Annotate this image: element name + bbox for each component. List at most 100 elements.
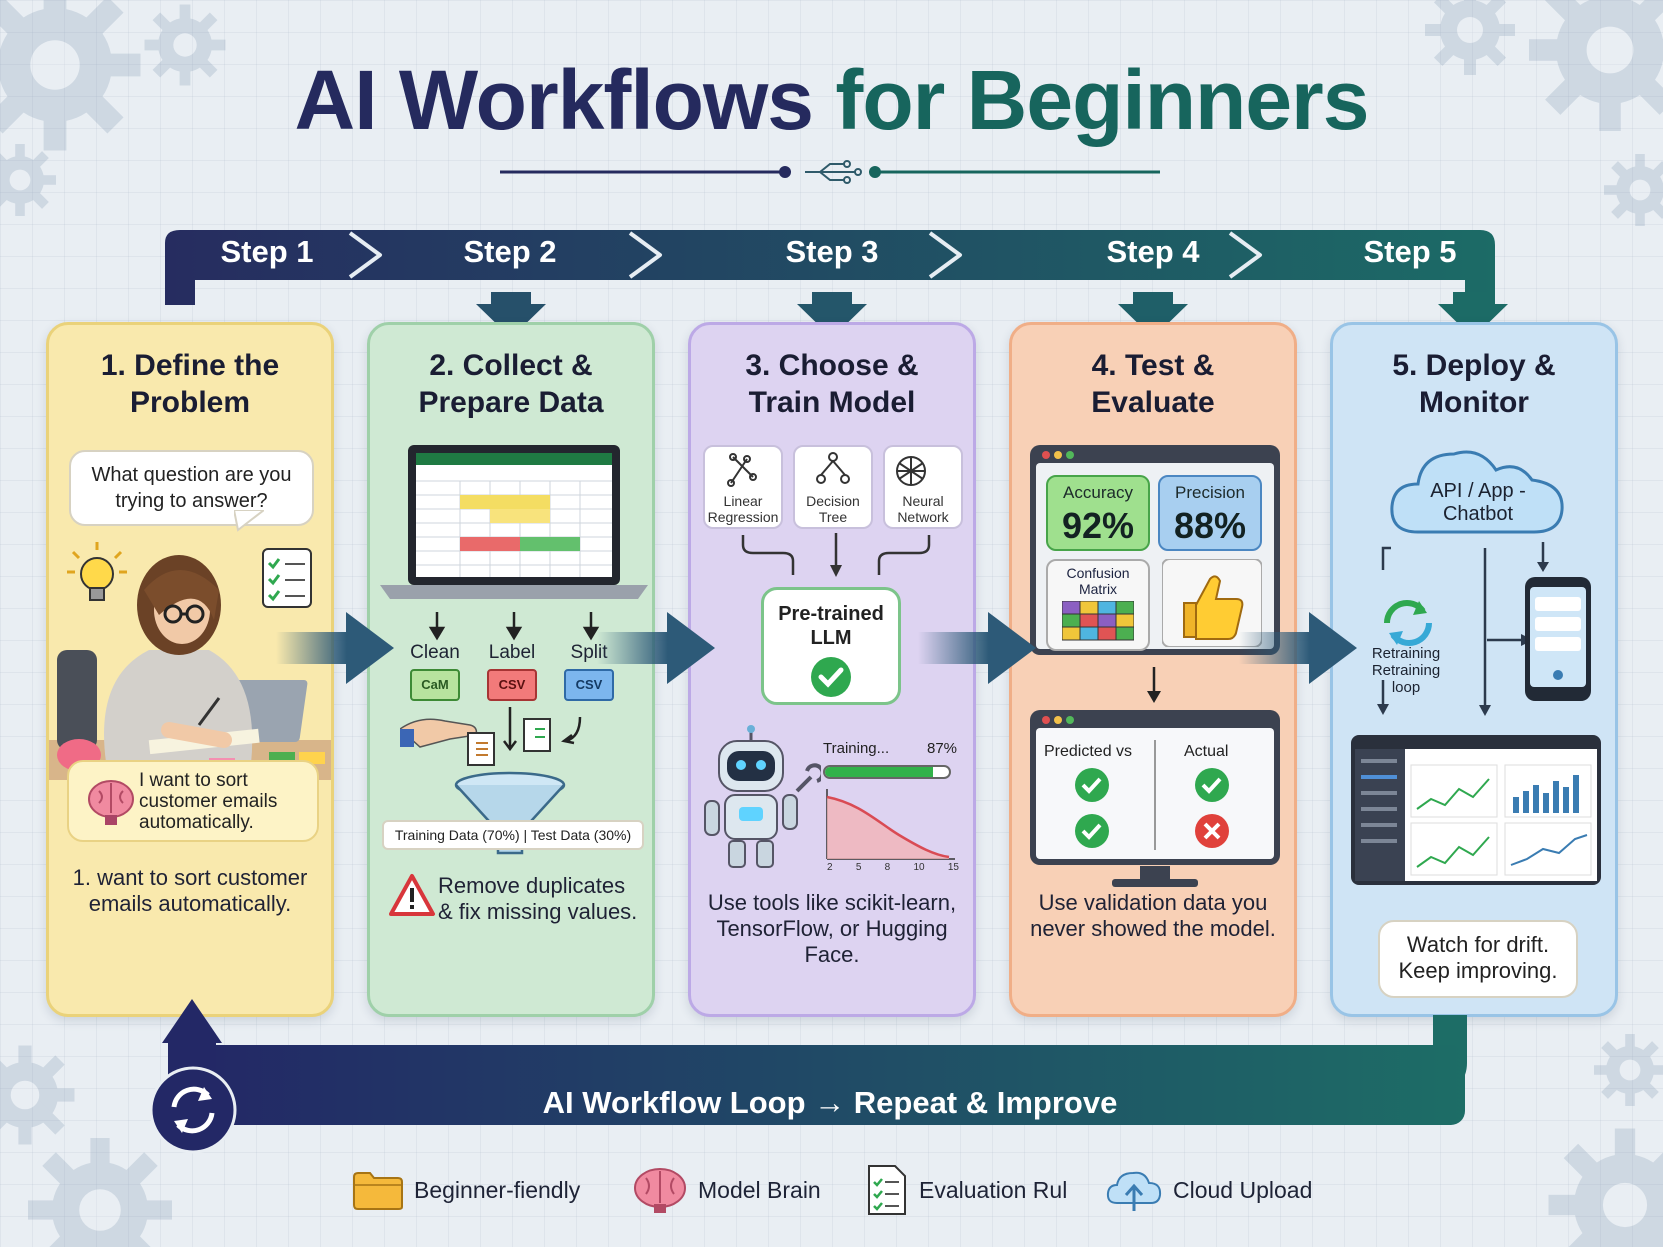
bubble-tail [234,510,264,532]
phone-app-icon [1525,577,1591,701]
legend-label: Cloud Upload [1173,1176,1313,1203]
card-4-title: 4. Test & Evaluate [1091,349,1215,419]
tag-label: CSV [487,669,537,701]
gear-decoration-icon [0,0,141,151]
stage-clean: Clean [410,642,460,663]
title-part-1: AI Workflows [294,53,814,147]
model-neural-network: Neural Network [883,445,963,529]
repeat-cycle-icon[interactable] [148,1065,238,1155]
tag-split: CSV [564,669,614,701]
card-deploy-monitor: 5. Deploy & Monitor API / App -Chatbot R… [1330,322,1618,1017]
step-4-label: Step 4 [1106,234,1200,269]
card-collect-prepare: 2. Collect & Prepare Data Clean Label Sp… [367,322,655,1017]
card-define-problem: 1. Define the Problem What question are … [46,322,334,1017]
step-4-down-arrow-icon [1118,292,1188,338]
predicted-label: Predicted vs [1044,743,1133,760]
flow-arrow-4-icon [1239,612,1357,684]
folder-icon [353,1172,403,1210]
step-2-down-arrow-icon [476,292,546,338]
card-2-title: 2. Collect & Prepare Data [418,349,604,419]
legend-label: Evaluation Rul [919,1176,1068,1203]
gear-decoration-icon [0,1045,75,1145]
gear-decoration-icon [1594,1034,1663,1106]
confusion-grid-icon [1061,600,1135,641]
loss-tick: 8 [884,862,891,873]
model-icons [727,452,926,487]
step-banner [165,230,1495,305]
step-2-label: Step 2 [463,234,557,269]
page-title: AI Workflows for Beginners [0,52,1663,149]
accuracy-label: Accuracy [1063,483,1133,502]
card-5-footer: Watch for drift. Keep improving. [1378,920,1578,998]
predictions-monitor [1030,710,1280,865]
workflow-loop-bar [162,999,1467,1125]
stage-label: Label [488,642,536,663]
stage-arrows [428,612,600,641]
card-test-evaluate: 4. Test & Evaluate Accuracy 92% Precisio… [1009,322,1297,1017]
retrain-label: Retraining Retraining loop [1371,645,1441,696]
actual-label: Actual [1184,743,1229,760]
robot-illustration [704,725,821,868]
checklist-icon [262,548,312,608]
gear-decoration-icon [1425,0,1515,75]
model-connector-arrows [741,533,931,577]
document-icon [868,1165,906,1215]
card-1-footer: 1. want to sort customer emails automati… [72,865,308,916]
flow-arrow-3-icon [918,612,1036,684]
card-3-footer: Use tools like scikit-learn, TensorFlow,… [707,890,957,967]
confusion-matrix-label: Confusion Matrix [1066,565,1130,597]
accuracy-metric: Accuracy 92% [1046,475,1150,551]
warning-icon [389,874,435,916]
gear-decoration-icon [144,4,226,86]
loss-tick: 5 [855,862,862,873]
step-5-down-arrow-icon [1438,292,1508,338]
prediction-results-icons [1075,768,1229,848]
flow-arrow-2-icon [597,612,715,684]
precision-value: 88% [1173,505,1247,546]
gear-decoration-icon [1604,154,1663,226]
down-arrow-icon [1147,667,1161,703]
brain-icon [634,1168,686,1213]
legend-label: Model Brain [698,1176,821,1203]
card-4-footer: Use validation data you never showed the… [1030,890,1276,941]
cloud-label: API / App -Chatbot [1430,480,1526,525]
legend-item-model-brain: Model Brain [632,1168,821,1213]
deploy-connectors [1377,542,1549,716]
step-3-label: Step 3 [785,234,879,269]
training-progress-fill [825,767,933,777]
legend-item-beginner-friendly: Beginner-fiendly [352,1168,580,1212]
data-funnel-illustration [400,707,582,855]
gear-decoration-icon [28,1138,172,1247]
loss-tick: 2 [827,862,833,873]
precision-metric: Precision 88% [1158,475,1262,551]
thumbs-up-icon [1162,559,1262,647]
loss-tick: 10 [913,862,925,873]
legend-item-evaluation: Evaluation Rul [865,1165,1068,1215]
step-5-label: Step 5 [1363,234,1457,269]
loss-tick: 15 [947,862,959,873]
model-decision-tree: Decision Tree [793,445,873,529]
card-5-title: 5. Deploy & Monitor [1392,349,1556,419]
accuracy-value: 92% [1061,505,1135,546]
cloud-icon [1390,450,1564,534]
loop-bar-label: AI Workflow Loop → Repeat & Improve [542,1085,1118,1120]
card-choose-train: 3. Choose & Train Model Linear Regressio… [688,322,976,1017]
question-bubble: What question are you trying to answer? [69,450,314,526]
step-3-down-arrow-icon [797,292,867,338]
card-3-title: 3. Choose & Train Model [745,349,919,419]
title-divider-icon [500,160,1160,184]
laptop-spreadsheet-illustration [380,445,648,599]
retrain-icon [1384,600,1432,646]
legend-label: Beginner-fiendly [414,1176,581,1203]
training-label: Training... [823,740,890,757]
monitoring-dashboard-illustration [1351,735,1601,885]
gear-decoration-icon [1529,0,1663,131]
lightbulb-icon [67,542,127,601]
training-percent: 87% [927,740,958,757]
loss-ticks: 2 5 8 10 15 [827,862,959,873]
step-1-label: Step 1 [220,234,314,269]
confusion-matrix: Confusion Matrix [1046,559,1150,651]
loss-curve-chart [826,789,955,860]
card-1-title: 1. Define the Problem [100,349,280,419]
cloud-upload-icon [1106,1171,1162,1211]
